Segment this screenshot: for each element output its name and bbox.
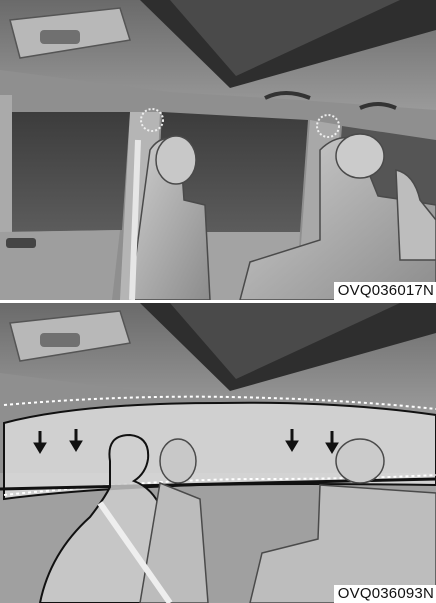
dome-light <box>40 30 80 44</box>
front-headrest <box>160 439 196 483</box>
dome-light <box>40 333 80 347</box>
rear-headrest <box>336 134 384 178</box>
figure-code: OVQ036093N <box>334 585 436 603</box>
illustration-panel-top: OVQ036017N <box>0 0 436 300</box>
rear-headrest <box>336 439 384 483</box>
front-headrest <box>156 136 196 184</box>
cabin-illustration-top <box>0 0 436 300</box>
front-window <box>12 112 130 232</box>
cabin-illustration-bottom <box>0 303 436 603</box>
door-handle <box>6 238 36 248</box>
illustration-panel-bottom: OVQ036093N <box>0 303 436 603</box>
figure-code: OVQ036017N <box>334 282 436 300</box>
